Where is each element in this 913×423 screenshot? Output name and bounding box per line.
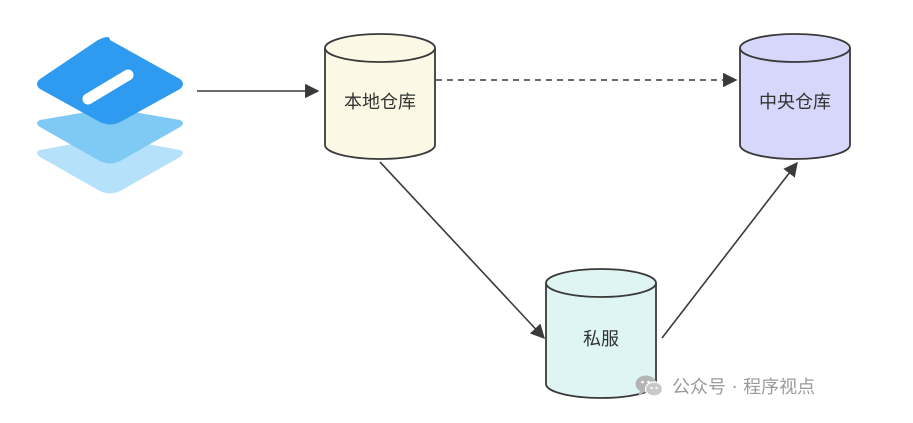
logo-bar: [82, 69, 134, 105]
edge-local-to-private: [379, 161, 545, 340]
watermark: 公众号 · 程序视点: [634, 371, 815, 401]
central-repo-cylinder: 中央仓库: [739, 33, 851, 160]
private-server-cylinder: 私服: [545, 268, 657, 399]
logo-middle-layer: [37, 108, 183, 164]
logo-bottom-layer: [37, 137, 183, 194]
local-repo-label: 本地仓库: [344, 92, 416, 113]
central-repo-label: 中央仓库: [759, 92, 831, 113]
private-server-label: 私服: [583, 329, 619, 350]
local-repo-cylinder: 本地仓库: [324, 33, 436, 160]
edge-private-to-central: [661, 161, 798, 339]
layers-logo-icon: [37, 37, 183, 194]
watermark-text: 公众号 · 程序视点: [672, 377, 816, 398]
wechat-icon: [635, 375, 664, 397]
